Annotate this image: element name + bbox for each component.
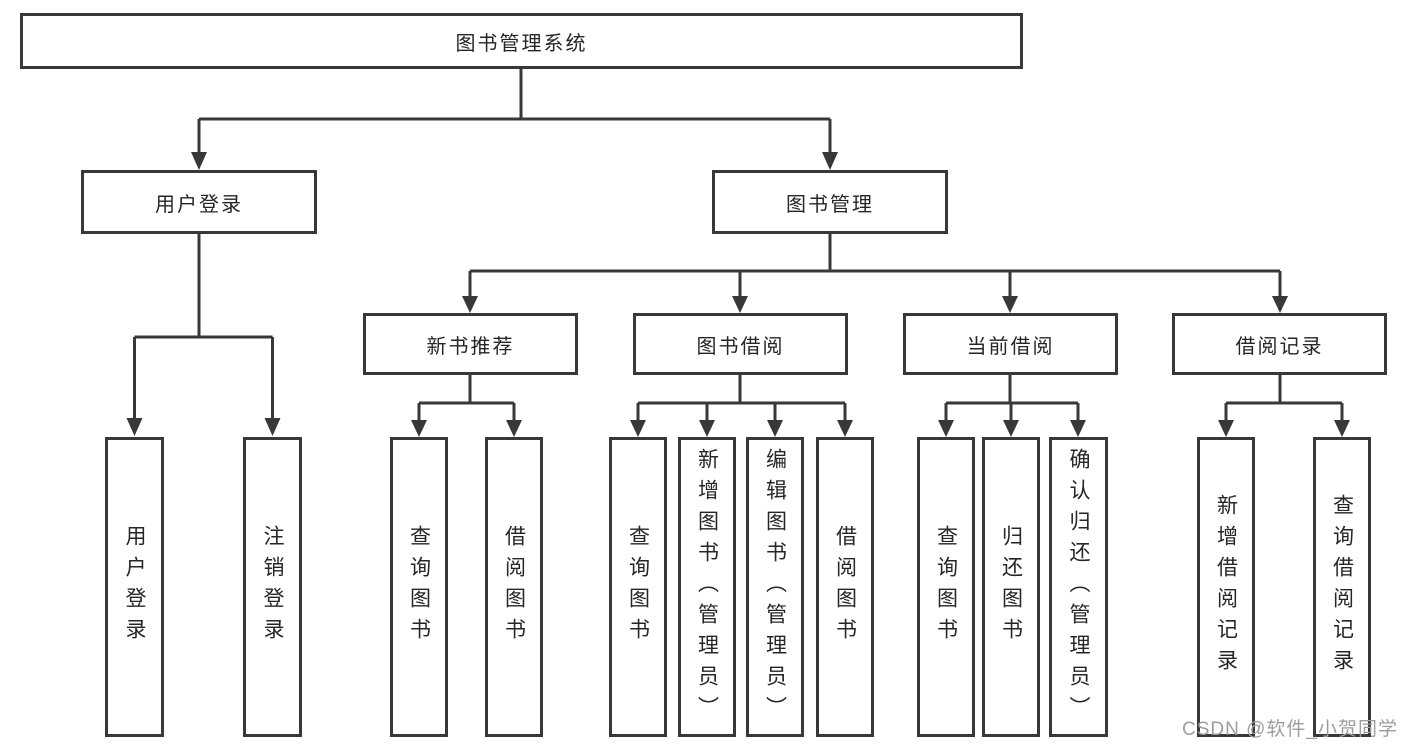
leaf-nbr-borrow-books: 借阅图书 — [485, 437, 543, 737]
leaf-bb-borrow-books-label: 借阅图书 — [833, 525, 857, 649]
node-borrowing-records-label: 借阅记录 — [1235, 335, 1324, 358]
arrowhead-icon — [732, 296, 748, 313]
node-book-borrowing: 图书借阅 — [633, 313, 848, 375]
leaf-bb-borrow-books: 借阅图书 — [816, 437, 874, 737]
leaf-bb-add-books-admin: 新增图书（管理员） — [678, 437, 736, 737]
arrowhead-icon — [938, 420, 954, 437]
leaf-bb-edit-books-admin-label: 编辑图书（管理员） — [763, 447, 787, 727]
arrowhead-icon — [1070, 420, 1086, 437]
arrowhead-icon — [1003, 420, 1019, 437]
node-user-login: 用户登录 — [81, 170, 317, 234]
leaf-nbr-query-books: 查询图书 — [390, 437, 448, 737]
arrowhead-icon — [767, 420, 783, 437]
node-new-book-recommend: 新书推荐 — [363, 313, 578, 375]
leaf-bb-query-books-label: 查询图书 — [626, 525, 650, 649]
arrowhead-icon — [1272, 296, 1288, 313]
node-new-book-recommend-label: 新书推荐 — [426, 335, 515, 358]
arrowhead-icon — [264, 418, 281, 436]
leaf-cb-return-books-label: 归还图书 — [999, 525, 1023, 649]
node-user-login-label: 用户登录 — [155, 193, 243, 216]
arrowhead-icon — [630, 420, 646, 437]
arrowhead-icon — [411, 420, 427, 437]
leaf-nbr-query-books-label: 查询图书 — [407, 525, 431, 649]
leaf-logout: 注销登录 — [243, 437, 302, 737]
node-book-management: 图书管理 — [712, 170, 948, 234]
node-root: 图书管理系统 — [20, 13, 1023, 69]
leaf-cb-query-books: 查询图书 — [917, 437, 975, 737]
node-borrowing-records: 借阅记录 — [1172, 313, 1387, 375]
node-current-borrowing-label: 当前借阅 — [966, 335, 1055, 358]
arrowhead-icon — [837, 420, 853, 437]
leaf-logout-label: 注销登录 — [261, 525, 284, 649]
leaf-user-login: 用户登录 — [105, 437, 164, 737]
arrowhead-icon — [1218, 420, 1234, 437]
arrowhead-icon — [699, 420, 715, 437]
leaf-cb-confirm-return-admin-label: 确认归还（管理员） — [1067, 447, 1090, 727]
leaf-user-login-label: 用户登录 — [123, 525, 146, 649]
leaf-br-add-record: 新增借阅记录 — [1197, 437, 1255, 737]
arrowhead-icon — [126, 418, 143, 436]
leaf-br-query-record-label: 查询借阅记录 — [1330, 494, 1354, 680]
csdn-watermark: CSDN @软件_小贺同学 — [1182, 719, 1398, 740]
leaf-bb-add-books-admin-label: 新增图书（管理员） — [695, 447, 719, 727]
arrowhead-icon — [822, 152, 838, 170]
node-book-borrowing-label: 图书借阅 — [696, 335, 785, 358]
leaf-br-add-record-label: 新增借阅记录 — [1214, 494, 1238, 680]
arrowhead-icon — [462, 296, 478, 313]
node-current-borrowing: 当前借阅 — [903, 313, 1118, 375]
arrowhead-icon — [191, 152, 207, 170]
leaf-bb-edit-books-admin: 编辑图书（管理员） — [746, 437, 804, 737]
arrowhead-icon — [506, 420, 522, 437]
leaf-bb-query-books: 查询图书 — [609, 437, 667, 737]
leaf-br-query-record: 查询借阅记录 — [1313, 437, 1371, 737]
node-book-management-label: 图书管理 — [786, 193, 874, 216]
arrowhead-icon — [1002, 296, 1018, 313]
node-root-label: 图书管理系统 — [455, 32, 588, 55]
arrowhead-icon — [1334, 420, 1350, 437]
leaf-cb-return-books: 归还图书 — [982, 437, 1040, 737]
leaf-cb-query-books-label: 查询图书 — [934, 525, 958, 649]
leaf-nbr-borrow-books-label: 借阅图书 — [502, 525, 526, 649]
leaf-cb-confirm-return-admin: 确认归还（管理员） — [1049, 437, 1108, 737]
